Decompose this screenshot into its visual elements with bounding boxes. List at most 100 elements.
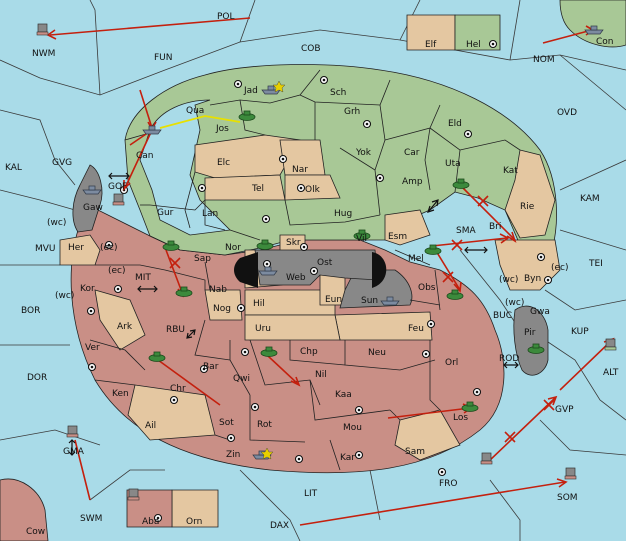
sea-labels: POL NWM FUN COB NOM OVD KAL GVG KAM TEI …	[5, 12, 619, 531]
gaw-island	[72, 164, 103, 233]
land-label-bar: Bar	[203, 362, 219, 372]
land-labels: Elf Hel Con Jad Sch Qua Jos Can Grh Eld …	[26, 37, 614, 537]
coast-label-byn-wc: (wc)	[499, 275, 518, 285]
west-impassable	[234, 252, 258, 288]
sea-label-lit: LIT	[304, 489, 318, 499]
northern-continent	[124, 64, 557, 256]
land-label-eld: Eld	[448, 119, 462, 129]
home-star-icon	[272, 80, 286, 93]
east-impassable	[372, 252, 387, 288]
armies	[148, 110, 545, 412]
sea-label-mvu: MVU	[35, 244, 56, 254]
coast-label-byn-ec: (ec)	[551, 263, 569, 273]
land-label-kor: Kor	[80, 284, 95, 294]
land-label-ken: Ken	[112, 389, 129, 399]
land-label-vil: Vil	[356, 234, 367, 244]
land-label-ail: Ail	[145, 421, 156, 431]
sea-label-som: SOM	[557, 493, 578, 503]
land-label-rot: Rot	[257, 420, 272, 430]
land-label-aba: Aba	[142, 517, 159, 527]
land-label-sch: Sch	[330, 88, 346, 98]
land-label-gwa: Gwa	[530, 307, 550, 317]
land-label-neu: Neu	[368, 348, 386, 358]
land-label-tel: Tel	[251, 184, 264, 194]
supply-centers	[86, 39, 553, 523]
sea-label-fro: FRO	[439, 479, 458, 489]
land-label-ark: Ark	[117, 322, 133, 332]
land-label-kar: Kar	[340, 453, 355, 463]
sea-label-gvp: GVP	[555, 405, 574, 415]
land-label-cow: Cow	[26, 527, 45, 537]
sea-label-sma: SMA	[456, 226, 476, 236]
land-label-obs: Obs	[418, 283, 436, 293]
land-label-sam: Sam	[405, 447, 425, 457]
land-label-elc: Elc	[217, 158, 230, 168]
land-label-jad: Jad	[243, 86, 258, 96]
sea-label-nwm: NWM	[32, 49, 55, 59]
convoy-line	[159, 115, 241, 129]
land-label-mel: Mel	[408, 254, 424, 264]
sea-label-dor: DOR	[27, 373, 47, 383]
cow-land	[0, 478, 49, 541]
land-label-olk: Olk	[305, 185, 321, 195]
land-label-nor: Nor	[225, 243, 241, 253]
land-label-rie: Rie	[520, 202, 535, 212]
sea-label-gvg: GVG	[52, 158, 72, 168]
sea-label-buc: BUC	[493, 311, 512, 321]
sea-label-kam: KAM	[580, 194, 600, 204]
land-label-con: Con	[596, 37, 614, 47]
inner-lagoon	[139, 99, 231, 236]
sea-label-swm: SWM	[80, 514, 102, 524]
land-label-byn: Byn	[524, 274, 541, 284]
coast-label-gwa-wc: (wc)	[505, 298, 524, 308]
land-label-sun: Sun	[361, 296, 378, 306]
land-label-nab: Nab	[209, 285, 227, 295]
con-land	[559, 0, 626, 48]
land-label-web: Web	[286, 273, 306, 283]
sea-label-cob: COB	[301, 44, 321, 54]
sea-label-kup: KUP	[571, 327, 589, 337]
failed-order-marks	[169, 195, 555, 443]
land-label-elf: Elf	[425, 40, 437, 50]
land-label-kat: Kat	[503, 166, 518, 176]
land-label-bri: Bri	[489, 222, 501, 232]
land-label-chp: Chp	[300, 347, 318, 357]
land-label-mou: Mou	[343, 423, 362, 433]
sea-label-fun: FUN	[154, 53, 173, 63]
land-label-ost: Ost	[317, 258, 333, 268]
land-label-nog: Nog	[213, 304, 231, 314]
land-label-hil: Hil	[253, 299, 265, 309]
land-label-feu: Feu	[408, 324, 424, 334]
sea-label-rod: ROD	[499, 354, 519, 364]
land-label-skr: Skr	[286, 238, 301, 248]
sea-label-mit: MIT	[135, 273, 151, 283]
home-star-icon	[260, 447, 274, 460]
land-label-lan: Lan	[202, 209, 218, 219]
sea-label-nom: NOM	[533, 55, 555, 65]
land-label-chr: Chr	[170, 384, 186, 394]
sea-label-bor: BOR	[21, 306, 40, 316]
flag-markers	[36, 23, 617, 501]
land-label-hug: Hug	[334, 209, 352, 219]
tan-regions	[59, 14, 561, 528]
land-label-qwi: Qwi	[233, 374, 250, 384]
land-label-uta: Uta	[445, 159, 461, 169]
land-label-gur: Gur	[157, 208, 174, 218]
sun-region	[339, 269, 413, 309]
hel-box	[454, 14, 501, 51]
sea-label-rbu: RBU	[166, 325, 185, 335]
fleets	[82, 25, 604, 460]
land-label-her: Her	[68, 243, 84, 253]
land-label-los: Los	[453, 413, 468, 423]
land-label-qua: Qua	[186, 106, 204, 116]
pir-island	[513, 305, 549, 376]
land-label-nil: Nil	[315, 370, 327, 380]
land-label-gaw: Gaw	[83, 203, 103, 213]
land-label-hel: Hel	[466, 40, 481, 50]
land-label-orl: Orl	[445, 358, 458, 368]
sea-label-ovd: OVD	[557, 108, 577, 118]
land-label-sap: Sap	[194, 254, 211, 264]
sea-label-kal: KAL	[5, 163, 22, 173]
coast-label-kor-wc: (wc)	[55, 291, 74, 301]
